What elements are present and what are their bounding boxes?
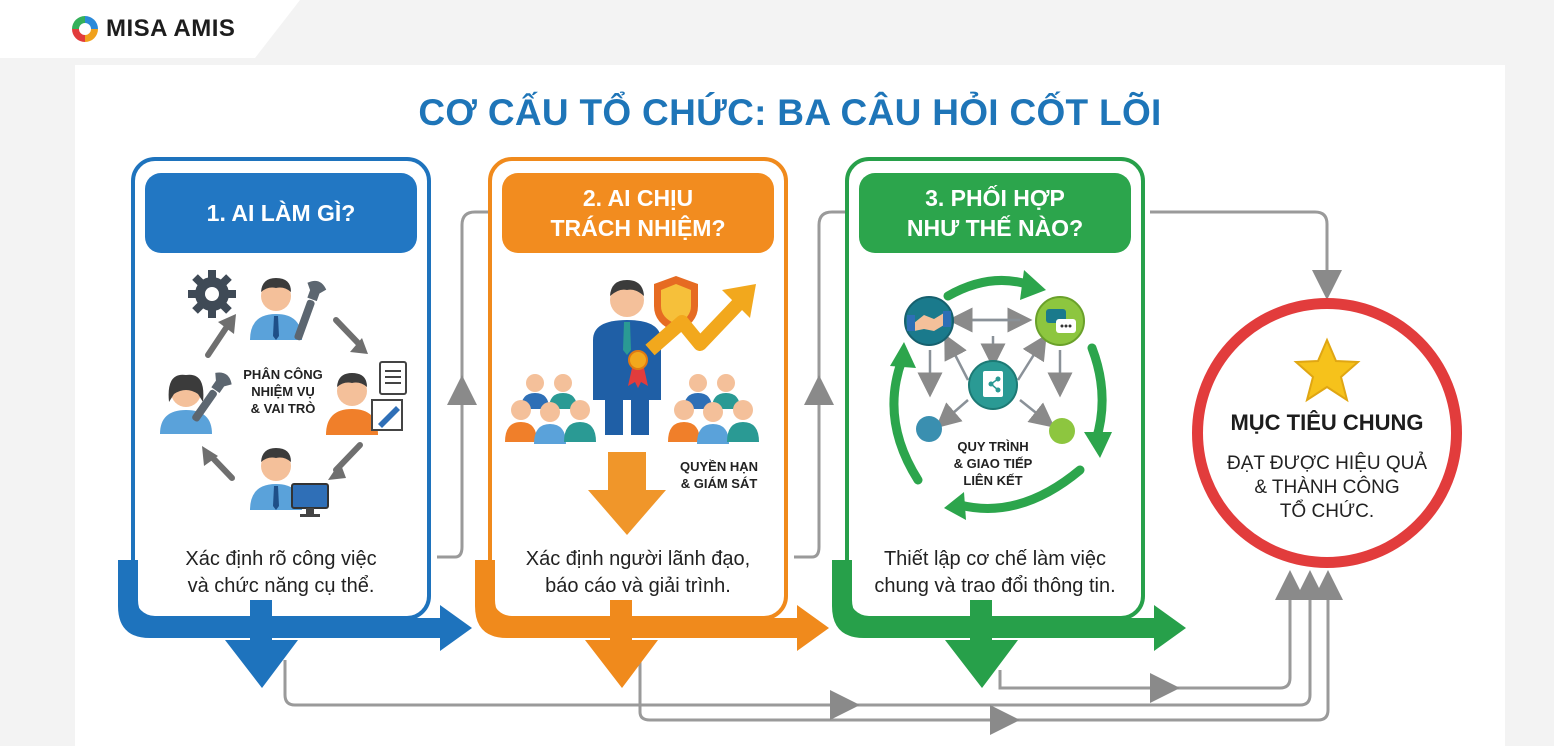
goal-title: MỤC TIÊU CHUNG: [1230, 410, 1424, 435]
team-group-right: [668, 374, 759, 444]
illustration-label-line: & GIAO TIẾP: [953, 456, 1033, 471]
panel-body-line: Xác định rõ công việc: [185, 548, 377, 570]
down-arrow-icon: [588, 452, 666, 535]
panel-body-text: Xác định người lãnh đạo, báo cáo và giải…: [492, 546, 784, 600]
illustration-label-line: QUYỀN HẠN: [679, 459, 758, 474]
illustration-label-line: & GIÁM SÁT: [680, 476, 758, 491]
panel-header-line: 2. AI CHỊU: [582, 185, 694, 211]
flow-arrow-blue: [118, 560, 472, 688]
team-group-left: [505, 374, 596, 444]
panel-header: 2. AI CHỊU TRÁCH NHIỆM?: [502, 173, 774, 253]
logo-text: MISA AMIS: [106, 15, 236, 42]
logo-tab: [0, 0, 300, 58]
monitor-icon: [291, 483, 329, 517]
illustration-label-line: LIÊN KẾT: [963, 473, 1023, 488]
panel-body-line: Xác định người lãnh đạo,: [525, 548, 751, 570]
panel-header-line: NHƯ THẾ NÀO?: [906, 215, 1084, 241]
medal-icon: [628, 350, 648, 388]
panel-header-line: TRÁCH NHIỆM?: [550, 215, 726, 241]
panel-body-text: Thiết lập cơ chế làm việc chung và trao …: [849, 546, 1141, 600]
person-bottom: [250, 448, 302, 510]
illustration-label-line: NHIỆM VỤ: [251, 384, 315, 399]
gear-icon: [188, 270, 236, 318]
flow-arrow-down-orange: [585, 600, 658, 688]
person-top: [250, 278, 302, 340]
document-icon: [379, 361, 407, 395]
diagram-title: CƠ CẤU TỔ CHỨC: BA CÂU HỎI CỐT LÕI: [418, 92, 1162, 133]
return-line-3: [998, 570, 1305, 690]
panel-header-line: 1. AI LÀM GÌ?: [206, 200, 356, 226]
panel-who-is-responsible: 2. AI CHỊU TRÁCH NHIỆM? Xác định người l…: [488, 157, 788, 620]
return-line-2: [638, 570, 1343, 722]
illustration-label-line: PHÂN CÔNG: [243, 367, 323, 382]
panel-header-line: 3. PHỐI HỢP: [925, 185, 1065, 211]
panel-body-line: và chức năng cụ thể.: [187, 575, 375, 597]
flow-arrow-orange: [475, 560, 829, 688]
illustration-label: QUY TRÌNH & GIAO TIẾP LIÊN KẾT: [940, 438, 1046, 489]
wrench-icon: [294, 280, 327, 341]
illustration-label: PHÂN CÔNG NHIỆM VỤ & VAI TRÒ: [228, 366, 338, 417]
node-dot: [1049, 418, 1075, 444]
connector-3-goal: [1150, 210, 1342, 300]
panel-header: 1. AI LÀM GÌ?: [145, 173, 417, 253]
illustration-label: QUYỀN HẠN & GIÁM SÁT: [664, 458, 774, 492]
goal-description-line: TỔ CHỨC.: [1279, 501, 1375, 522]
node-dot: [916, 416, 942, 442]
logo[interactable]: MISA AMIS: [70, 12, 235, 46]
illustration-label-line: & VAI TRÒ: [250, 401, 316, 416]
star-icon: [1293, 337, 1361, 403]
panel-body-line: báo cáo và giải trình.: [545, 575, 731, 597]
panel-header: 3. PHỐI HỢP NHƯ THẾ NÀO?: [859, 173, 1131, 253]
growth-arrow-icon: [645, 284, 756, 356]
flow-arrow-down-green: [945, 600, 1018, 688]
pen-icon: [371, 399, 403, 431]
share-icon: [968, 360, 1018, 410]
chat-icon: [1035, 296, 1085, 346]
panel-body-line: Thiết lập cơ chế làm việc: [883, 548, 1107, 570]
return-line-1: [283, 570, 1325, 707]
handshake-icon: [904, 296, 954, 346]
illustration-label-line: QUY TRÌNH: [957, 439, 1029, 454]
goal-description: ĐẠT ĐƯỢC HIỆU QUẢ & THÀNH CÔNG TỔ CHỨC.: [1205, 452, 1449, 524]
misa-logo-icon: [72, 16, 98, 42]
person-right: [326, 373, 378, 435]
flow-arrow-down-blue: [225, 600, 298, 688]
panel-body-line: chung và trao đổi thông tin.: [874, 575, 1116, 597]
goal-description-line: ĐẠT ĐƯỢC HIỆU QUẢ: [1226, 453, 1428, 474]
flow-arrow-green: [832, 560, 1186, 688]
panel-body-text: Xác định rõ công việc và chức năng cụ th…: [135, 546, 427, 600]
goal-description-line: & THÀNH CÔNG: [1254, 477, 1400, 498]
wrench-icon: [192, 372, 232, 422]
